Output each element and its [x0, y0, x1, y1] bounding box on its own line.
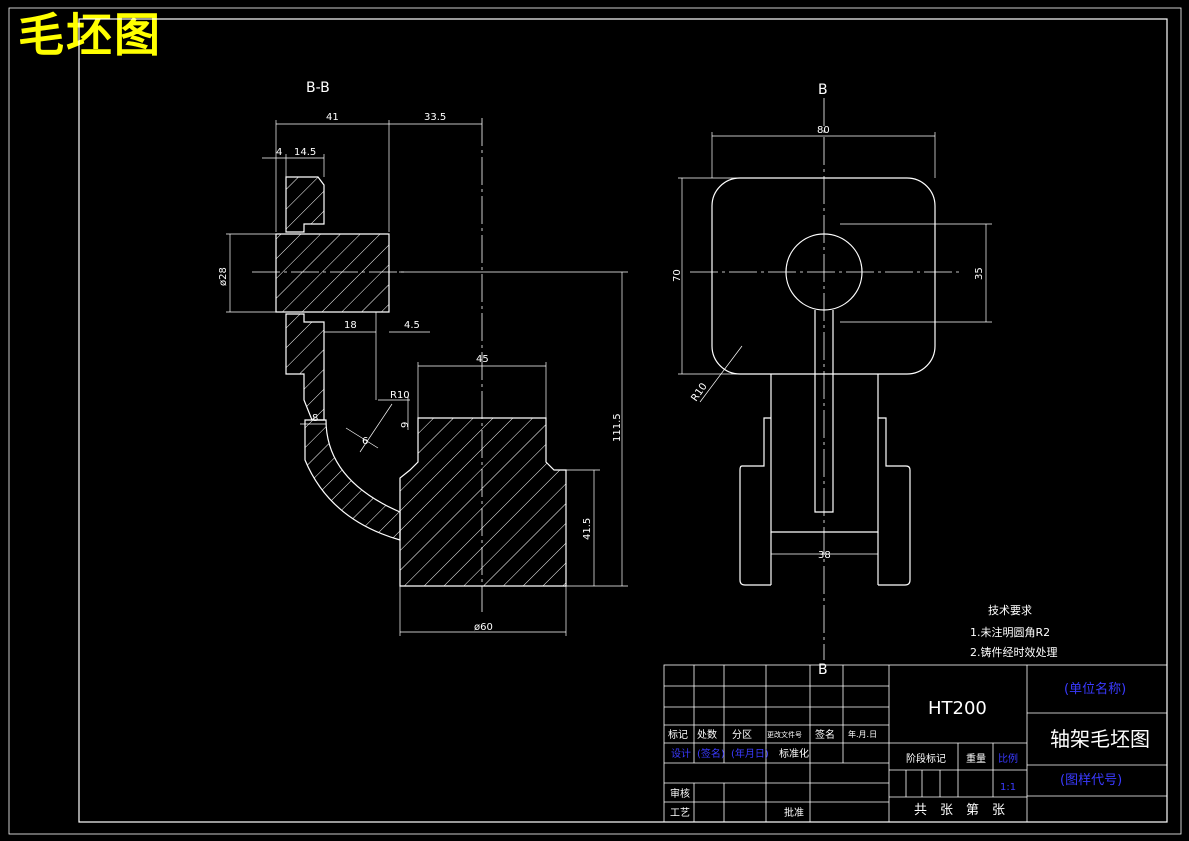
front-centerlines — [690, 98, 960, 660]
tb-date: 年.月.日 — [848, 729, 877, 739]
tb-sheets: 共 张 第 张 — [914, 803, 1005, 818]
tb-design: 设计 — [671, 747, 691, 760]
dim-41: 41 — [326, 112, 339, 123]
tb-stage-mark: 阶段标记 — [906, 752, 946, 765]
dim-70: 70 — [672, 269, 683, 282]
tech-requirements: 技术要求 1.未注明圆角R2 2.铸件经时效处理 — [970, 604, 1058, 659]
tb-zone: 分区 — [732, 729, 752, 741]
view-label-bottom: B — [818, 662, 828, 678]
dim-4-5: 4.5 — [404, 320, 420, 331]
title-block — [663, 664, 1168, 823]
tb-scale: 比例 — [998, 752, 1018, 765]
lower-web — [285, 313, 325, 421]
section-centerlines — [252, 118, 483, 612]
tech-item-1: 1.未注明圆角R2 — [970, 625, 1050, 639]
section-dimension-text: B-B 41 33.5 4 14.5 ø28 18 4.5 45 R10 9 8… — [218, 80, 623, 633]
material: HT200 — [928, 698, 987, 719]
drawing-name: 轴架毛坯图 — [1050, 727, 1150, 751]
dim-80: 80 — [817, 125, 830, 136]
drawing-code: (图样代号) — [1060, 773, 1122, 788]
dim-111-5: 111.5 — [612, 413, 623, 442]
dim-35: 35 — [974, 267, 985, 280]
outer-border — [8, 7, 1182, 835]
tb-scale-value: 1:1 — [1000, 782, 1016, 793]
tb-count: 处数 — [697, 728, 717, 741]
front-view — [711, 177, 936, 586]
inner-frame — [78, 18, 1168, 823]
base-block — [399, 417, 567, 587]
tb-mark: 标记 — [668, 729, 688, 741]
tb-weight: 重量 — [966, 752, 986, 765]
upper-flange — [285, 176, 325, 233]
right-ear — [878, 417, 911, 586]
tb-change-doc: 更改文件号 — [767, 730, 802, 739]
dim-45: 45 — [476, 354, 489, 365]
front-dimension-text: B 80 70 35 R10 38 B — [672, 82, 985, 678]
hub-block — [275, 233, 390, 313]
dim-38: 38 — [818, 550, 831, 561]
tech-heading: 技术要求 — [988, 604, 1032, 617]
section-view — [275, 176, 567, 587]
bent-arm — [304, 419, 401, 541]
dim-dia60: ø60 — [474, 622, 493, 633]
section-label: B-B — [306, 80, 330, 96]
tb-process: 工艺 — [670, 807, 690, 819]
dim-4: 4 — [276, 147, 282, 158]
tb-signature: 签名 — [815, 728, 835, 741]
section-dimension-lines — [226, 120, 628, 636]
unit-name: (单位名称) — [1064, 681, 1126, 697]
top-block — [711, 177, 936, 375]
dim-dia28: ø28 — [218, 267, 229, 286]
tb-review: 审核 — [670, 787, 690, 800]
dim-r10-left: R10 — [390, 390, 410, 401]
dim-9: 9 — [400, 422, 411, 428]
tb-approve: 批准 — [784, 806, 804, 819]
title-block-text: HT200 (单位名称) 轴架毛坯图 (图样代号) 标记 处数 分区 更改文件号… — [668, 681, 1150, 819]
dim-41-5: 41.5 — [582, 518, 593, 540]
left-ear — [739, 417, 771, 586]
drawing-title: 毛坯图 — [18, 8, 162, 62]
dim-8: 8 — [312, 413, 318, 424]
tb-design-date: (年月日) — [731, 747, 769, 760]
dim-6: 6 — [362, 436, 368, 447]
dim-14-5: 14.5 — [294, 147, 316, 158]
dim-18: 18 — [344, 320, 357, 331]
dim-33-5: 33.5 — [424, 112, 446, 123]
tb-standardize: 标准化 — [779, 747, 809, 760]
arm-stem — [770, 374, 879, 533]
front-dimension-lines — [678, 132, 992, 555]
view-label-top: B — [818, 82, 828, 98]
tb-signer: (签名) — [697, 747, 725, 760]
tech-item-2: 2.铸件经时效处理 — [970, 645, 1058, 659]
